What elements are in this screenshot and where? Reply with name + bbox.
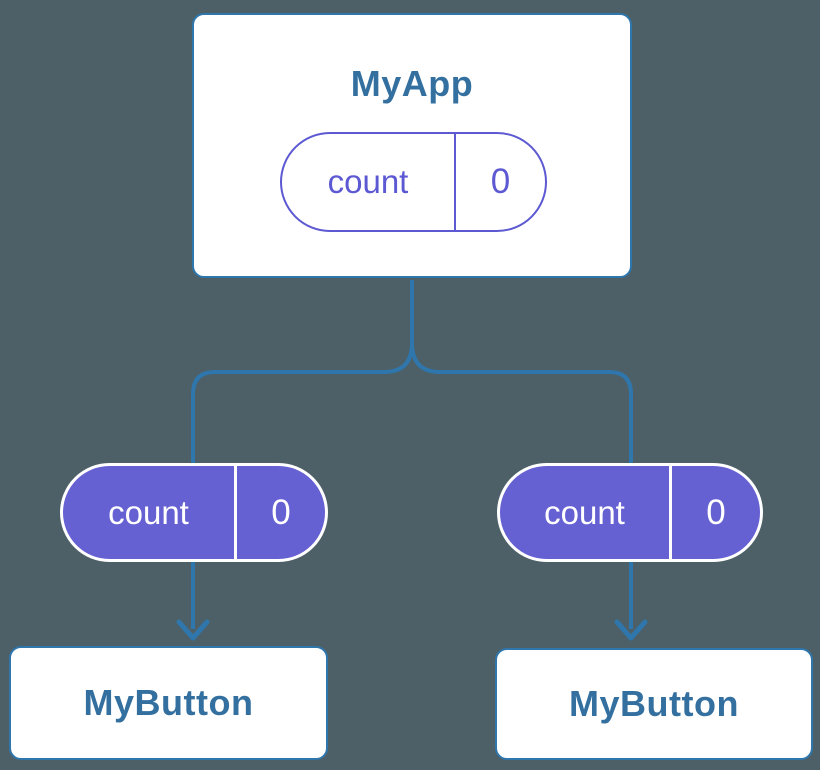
right-prop-pill: count 0 <box>497 463 763 562</box>
prop-pill-value: 0 <box>234 466 325 559</box>
state-pill-key: count <box>327 163 409 200</box>
prop-pill-value: 0 <box>669 466 760 559</box>
left-prop-pill: count 0 <box>60 463 328 562</box>
left-mybutton-node: MyButton <box>9 646 328 760</box>
myapp-node-label: MyApp <box>350 63 474 104</box>
arrowhead-down-right-icon <box>614 619 648 641</box>
arrowhead-down-left-icon <box>176 619 210 641</box>
prop-pill-key: count <box>108 493 189 531</box>
state-pill-value: 0 <box>454 134 545 230</box>
mybutton-node-label: MyButton <box>569 683 739 724</box>
connector-right-branch <box>410 280 633 629</box>
prop-pill-key: count <box>544 493 625 531</box>
right-mybutton-node: MyButton <box>495 648 813 760</box>
myapp-node: MyApp count 0 <box>192 13 632 278</box>
connector-left-branch <box>191 280 414 629</box>
mybutton-node-label: MyButton <box>83 682 254 723</box>
myapp-state-pill: count 0 <box>280 132 547 232</box>
